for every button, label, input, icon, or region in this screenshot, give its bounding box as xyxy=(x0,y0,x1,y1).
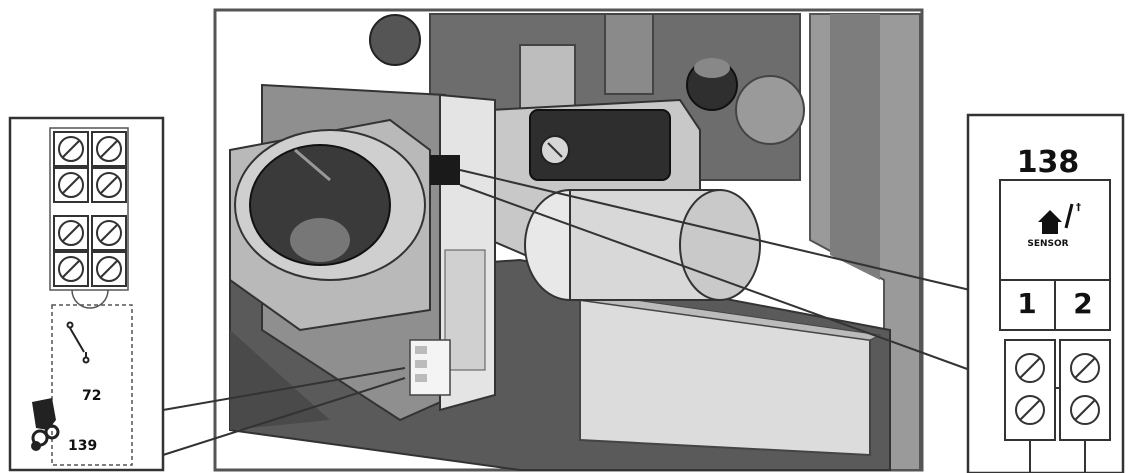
right-terminal-panel: 138 † SENSOR 1 2 xyxy=(966,113,1125,473)
pump-icon xyxy=(31,398,60,451)
left-label-139: 139 xyxy=(68,438,97,454)
sensor-label: SENSOR xyxy=(1027,239,1068,249)
house-sensor-icon: † xyxy=(1038,202,1081,234)
svg-text:†: † xyxy=(1076,202,1081,213)
terminal-2-label: 2 xyxy=(1073,287,1092,320)
leader-lines xyxy=(162,169,971,456)
left-terminal-panel: 72 139 xyxy=(8,116,165,472)
boiler-illustration xyxy=(213,8,924,472)
switch-icon xyxy=(66,321,90,364)
right-title-138: 138 xyxy=(1017,145,1080,180)
screw-terminal-block xyxy=(1004,339,1111,473)
screw-terminal-icon xyxy=(53,131,127,287)
terminal-1-label: 1 xyxy=(1017,287,1036,320)
left-label-72: 72 xyxy=(82,388,101,404)
